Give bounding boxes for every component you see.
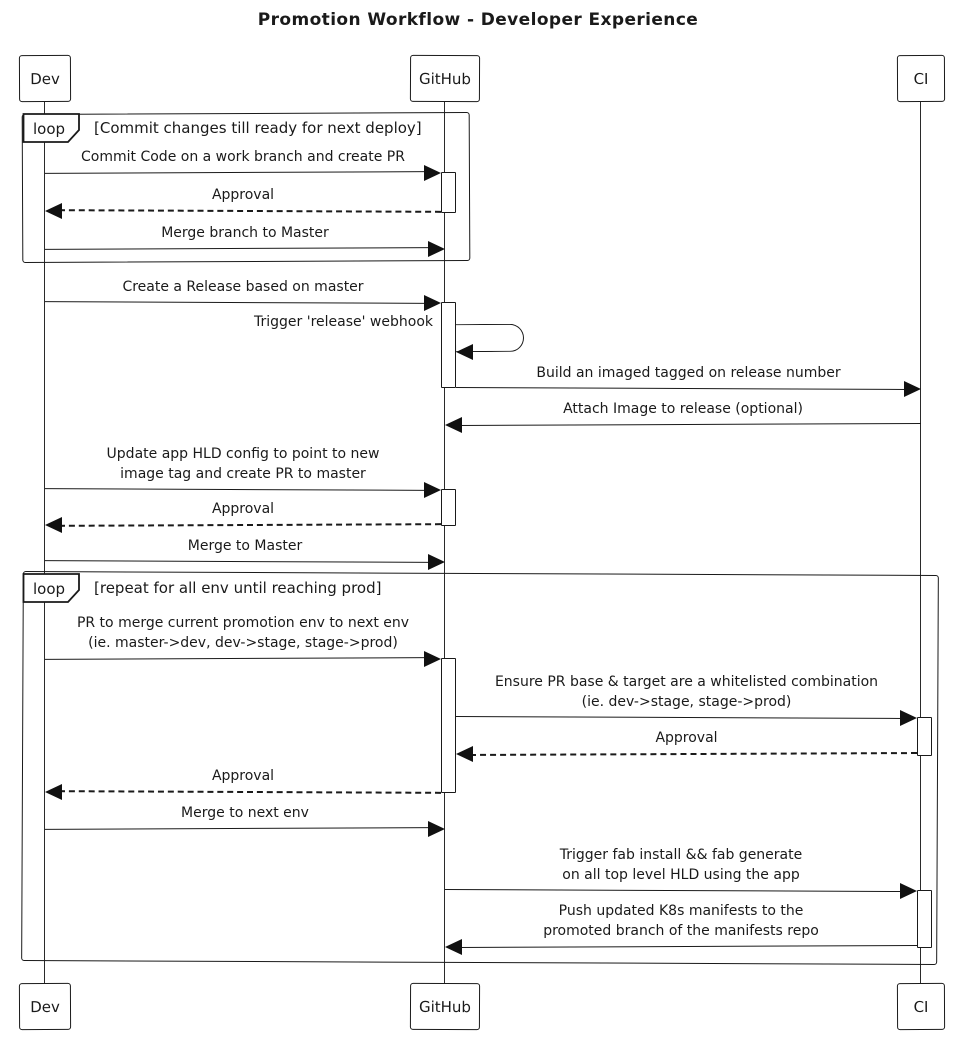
actor-github-top: GitHub [409,54,481,103]
activation-bar-ci [917,717,932,756]
loop-condition: [repeat for all env until reaching prod] [94,579,382,597]
arrowhead-icon [428,554,445,570]
arrowhead-icon [428,241,445,257]
message-label: Merge to Master [187,538,303,554]
arrowhead-icon [45,517,62,533]
loop-tab-shape: loop [22,573,80,603]
message-label: Trigger fab install && fab generate on a… [559,847,803,883]
arrowhead-icon [900,710,917,726]
loop-tab: loop [22,573,86,608]
arrowhead-icon [900,883,917,899]
message-label: PR to merge current promotion env to nex… [76,615,410,651]
message-label: Ensure PR base & target are a whiteliste… [494,674,879,710]
message-label: Push updated K8s manifests to the promot… [543,903,819,939]
actor-ci-bottom: CI [896,982,946,1031]
message-line [459,422,921,427]
arrowhead-icon [45,784,62,800]
loop-tab: loop [22,113,86,148]
message-label: Trigger 'release' webhook [254,314,433,330]
arrowhead-icon [456,344,473,360]
activation-bar-github [441,489,456,526]
message-label: Merge branch to Master [161,225,329,241]
actor-dev-bottom: Dev [18,982,72,1031]
message-line [44,488,428,491]
arrowhead-icon [456,746,473,762]
activation-bar-github [441,172,456,213]
arrowhead-icon [424,295,441,311]
message-label: Build an imaged tagged on release number [536,365,841,381]
diagram-title: Promotion Workflow - Developer Experienc… [257,10,699,30]
actor-ci-top: CI [896,54,946,103]
arrowhead-icon [445,417,462,433]
arrowhead-icon [45,203,62,219]
message-label: Update app HLD config to point to new im… [106,446,380,482]
svg-text:loop: loop [33,580,65,598]
lifeline-dev [44,101,46,984]
message-label: Approval [211,501,275,517]
arrowhead-icon [424,165,441,181]
arrowhead-icon [445,939,462,955]
message-label: Create a Release based on master [122,279,364,295]
svg-text:loop: loop [33,120,65,138]
arrowhead-icon [904,381,921,397]
message-label: Approval [655,730,718,746]
message-line [455,387,908,390]
message-label: Commit Code on a work branch and create … [81,149,405,165]
loop-condition: [Commit changes till ready for next depl… [94,119,422,137]
loop-tab-shape: loop [22,113,80,143]
activation-bar-github [441,658,456,793]
activation-bar-ci [917,890,932,948]
arrowhead-icon [424,482,441,498]
arrowhead-icon [424,651,441,667]
message-label: Approval [211,187,275,203]
arrowhead-icon [428,821,445,837]
actor-dev-top: Dev [18,54,72,103]
lifeline-github [444,101,446,984]
message-line [44,301,428,304]
activation-bar-github [441,302,456,388]
message-label: Merge to next env [181,805,309,821]
message-label: Attach Image to release (optional) [563,401,803,417]
lifeline-ci [920,101,922,984]
actor-github-bottom: GitHub [409,982,481,1031]
message-line [58,523,442,527]
message-line [44,560,432,563]
message-label: Approval [211,768,275,784]
